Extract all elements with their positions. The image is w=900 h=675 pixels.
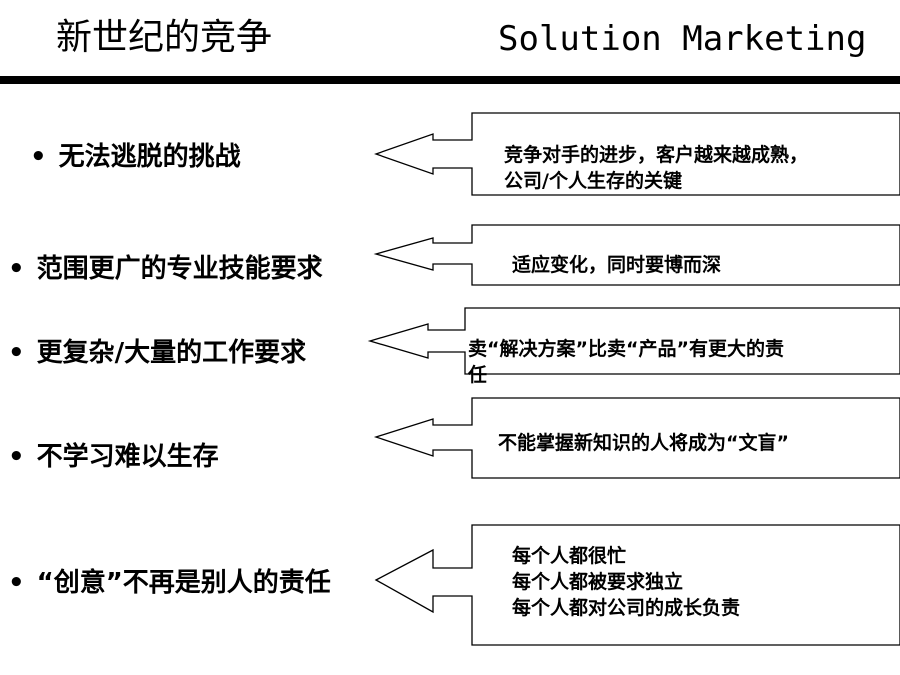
callout-arrow-1 [374, 112, 900, 196]
bullet-text: 范围更广的专业技能要求 [36, 254, 323, 284]
callout-text-1: 竞争对手的进步，客户越来越成熟， 公司/个人生存的关键 [504, 144, 809, 192]
slide-title-english: Solution Marketing [498, 19, 867, 59]
callout-arrow-5 [374, 524, 900, 646]
callout-text-2: 适应变化，同时要博而深 [512, 254, 722, 276]
slide-title-chinese: 新世纪的竞争 [56, 17, 273, 58]
callout-text-5: 每个人都很忙 每个人都被要求独立 每个人都对公司的成长负责 [512, 545, 741, 619]
bullet-item-5: • “创意”不再是别人的责任 [8, 566, 331, 600]
bullet-text: 更复杂/大量的工作要求 [36, 338, 307, 368]
bullet-text: 无法逃脱的挑战 [58, 142, 241, 172]
bullet-text: “创意”不再是别人的责任 [36, 568, 331, 598]
bullet-dot: • [8, 442, 25, 472]
title-divider [0, 76, 900, 84]
bullet-dot: • [8, 338, 25, 368]
callout-text-4: 不能掌握新知识的人将成为“文盲” [498, 432, 789, 454]
bullet-text: 不学习难以生存 [36, 442, 219, 472]
bullet-item-1: • 无法逃脱的挑战 [30, 140, 241, 174]
callout-arrow-2 [373, 224, 900, 286]
callout-text-3: 卖“解决方案”比卖“产品”有更大的责 任 [468, 338, 784, 386]
callout-arrow-4 [373, 397, 900, 479]
callout-arrow-3 [367, 307, 900, 375]
bullet-dot: • [8, 254, 25, 284]
bullet-item-2: • 范围更广的专业技能要求 [8, 252, 323, 286]
bullet-item-3: • 更复杂/大量的工作要求 [8, 336, 306, 370]
bullet-item-4: • 不学习难以生存 [8, 440, 219, 474]
bullet-dot: • [30, 142, 47, 172]
bullet-dot: • [8, 568, 25, 598]
